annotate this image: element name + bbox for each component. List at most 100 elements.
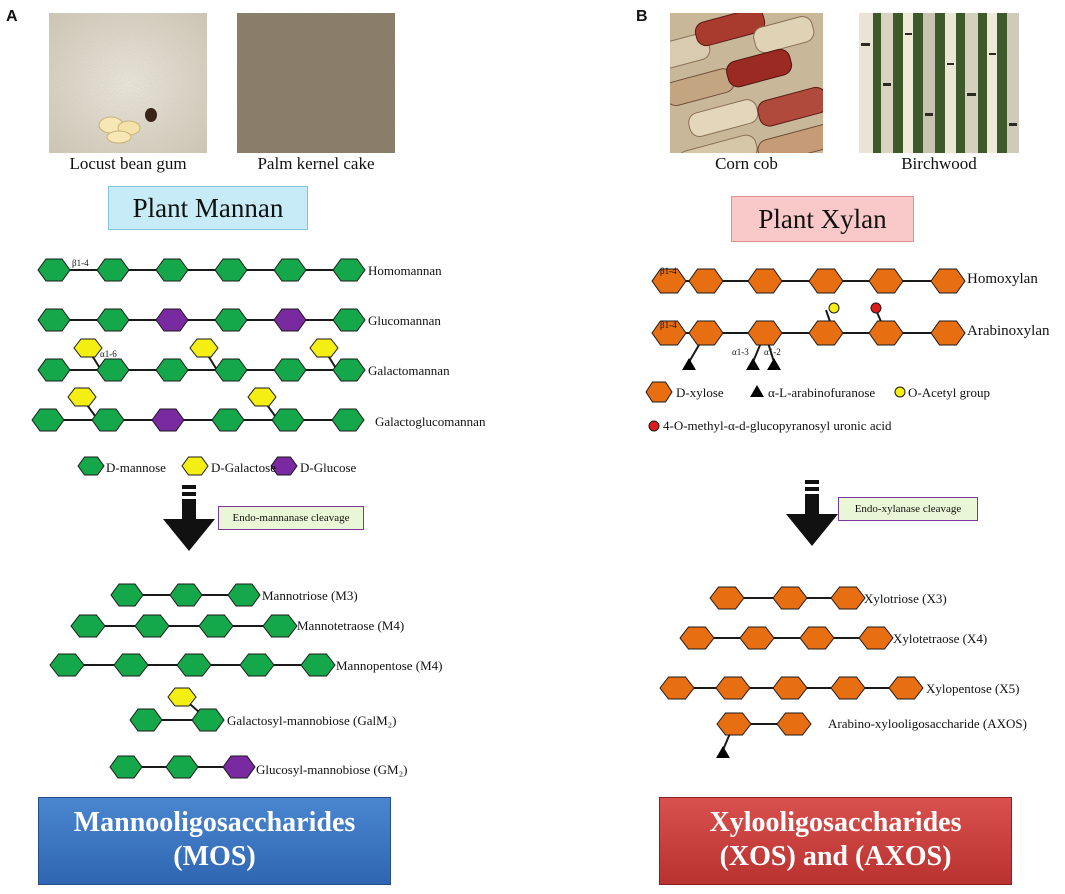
endo-mannanase-box: Endo-mannanase cleavage (218, 506, 364, 530)
galactomannan-label: Galactomannan (368, 363, 450, 378)
arabinoxylan-beta-bond-label: β1-4 (660, 320, 677, 330)
legend-galactose-hexagon (181, 456, 209, 476)
legend-mannose-hexagon (77, 456, 105, 476)
glucosyl-mannobiose-residue (109, 755, 143, 779)
mannanase-arrow-stripe (182, 492, 196, 496)
homoxylan-residue (747, 268, 783, 294)
galactoglucomannan-residue (91, 408, 125, 432)
xylotriose-residue (772, 586, 808, 610)
axos-residue (716, 712, 752, 736)
glucosyl-mannobiose-residue (165, 755, 199, 779)
galactoglucomannan-residue (31, 408, 65, 432)
arabinose-triangle (746, 358, 760, 370)
xylotetraose-label: Xylotetraose (X4) (893, 631, 988, 646)
palm-kernel-cake-photo (237, 13, 395, 153)
mannopentose-residue (300, 653, 336, 677)
mannanase-arrow-shaft (182, 499, 196, 519)
endo-xylanase-box: Endo-xylanase cleavage (838, 497, 978, 521)
xylotetraose-residue (799, 626, 835, 650)
mos-result-box: Mannooligosaccharides (MOS) (38, 797, 391, 885)
xylotetraose-residue (679, 626, 715, 650)
legend-arabinose-triangle (750, 385, 764, 397)
galactose-branch (73, 338, 103, 358)
glucuronic-circle (870, 302, 882, 314)
arabinose-triangle (716, 746, 730, 758)
galactose-branch (67, 387, 97, 407)
galactomannan-residue (155, 358, 189, 382)
mannopentose-label: Mannopentose (M4) (336, 658, 443, 673)
xylotriose-residue (709, 586, 745, 610)
homomannan-residue (214, 258, 248, 282)
mannotriose-label: Mannotriose (M3) (262, 588, 358, 603)
galactoglucomannan-label: Galactoglucomannan (375, 414, 486, 429)
xylopentose-residue (715, 676, 751, 700)
homomannan-residue (332, 258, 366, 282)
arabinoxylan-alpha13-label: α1-3 (732, 347, 749, 357)
galactosyl-mannobiose-residue (191, 708, 225, 732)
locust-bean-gum-photo (49, 13, 207, 153)
arabinose-triangle (767, 358, 781, 370)
homomannan-residue (37, 258, 71, 282)
galactoglucomannan-residue (271, 408, 305, 432)
homoxylan-residue (808, 268, 844, 294)
panel-b-letter: B (636, 8, 648, 25)
plant-xylan-title: Plant Xylan (731, 196, 914, 242)
mannan-alpha-bond-label: α1-6 (100, 349, 117, 359)
legend-arabinose-label: α-L-arabinofuranose (768, 385, 876, 400)
glucomannan-label: Glucomannan (368, 313, 441, 328)
panel-a-letter: A (6, 8, 18, 25)
galactoglucomannan-residue (331, 408, 365, 432)
mannan-beta-bond-label: β1-4 (72, 258, 89, 268)
xos-result-line1: Xylooligosaccharides (709, 807, 962, 838)
arabinoxylan-residue (747, 320, 783, 346)
homomannan-residue (273, 258, 307, 282)
glucomannan-residue (332, 308, 366, 332)
galactose-branch (247, 387, 277, 407)
acetyl-circle (828, 302, 840, 314)
palm-kernel-cake-caption: Palm kernel cake (257, 154, 375, 173)
galactosyl-mannobiose-label: Galactosyl-mannobiose (GalM₂) (227, 713, 397, 728)
mannopentose-residue (49, 653, 85, 677)
galactosyl-mannobiose-residue (129, 708, 163, 732)
mannanase-arrow-stripe (182, 485, 196, 489)
homoxylan-residue (868, 268, 904, 294)
legend-glucuronic-circle (648, 420, 660, 432)
xylopentose-residue (772, 676, 808, 700)
xylanase-arrow-stripe (805, 487, 819, 491)
glucosyl-mannobiose-label: Glucosyl-mannobiose (GM₂) (256, 762, 408, 777)
galactomannan-residue (332, 358, 366, 382)
homomannan-residue (96, 258, 130, 282)
axos-residue (776, 712, 812, 736)
arabinoxylan-residue (808, 320, 844, 346)
xylanase-arrow-shaft (805, 494, 819, 514)
mannotetraose-residue (70, 614, 106, 638)
glucomannan-residue (96, 308, 130, 332)
xos-result-box: Xylooligosaccharides (XOS) and (AXOS) (659, 797, 1012, 885)
corn-cob-photo (670, 13, 823, 153)
xylopentose-residue (888, 676, 924, 700)
homoxylan-residue (930, 268, 966, 294)
galactomannan-residue (37, 358, 71, 382)
mannopentose-residue (113, 653, 149, 677)
glucomannan-residue (273, 308, 307, 332)
mannotetraose-residue (198, 614, 234, 638)
glucomannan-residue (37, 308, 71, 332)
legend-xylose-hexagon (645, 381, 673, 403)
mannotetraose-residue (262, 614, 298, 638)
mannopentose-residue (176, 653, 212, 677)
homomannan-residue (155, 258, 189, 282)
legend-glucuronic-label: 4-O-methyl-α-d-glucopyranosyl uronic aci… (663, 418, 892, 433)
xylanase-arrow-stripe (805, 480, 819, 484)
mannotriose-residue (169, 583, 203, 607)
glucomannan-residue (214, 308, 248, 332)
mos-result-line2: (MOS) (173, 841, 256, 872)
arabinoxylan-residue (868, 320, 904, 346)
arabinoxylan-alpha12-label: α1-2 (764, 347, 781, 357)
arabinoxylan-residue (651, 320, 687, 346)
homoxylan-residue (688, 268, 724, 294)
xylan-beta-bond-label: β1-4 (660, 266, 677, 276)
xylotriose-residue (830, 586, 866, 610)
arabinose-triangle (682, 358, 696, 370)
xylopentose-residue (659, 676, 695, 700)
